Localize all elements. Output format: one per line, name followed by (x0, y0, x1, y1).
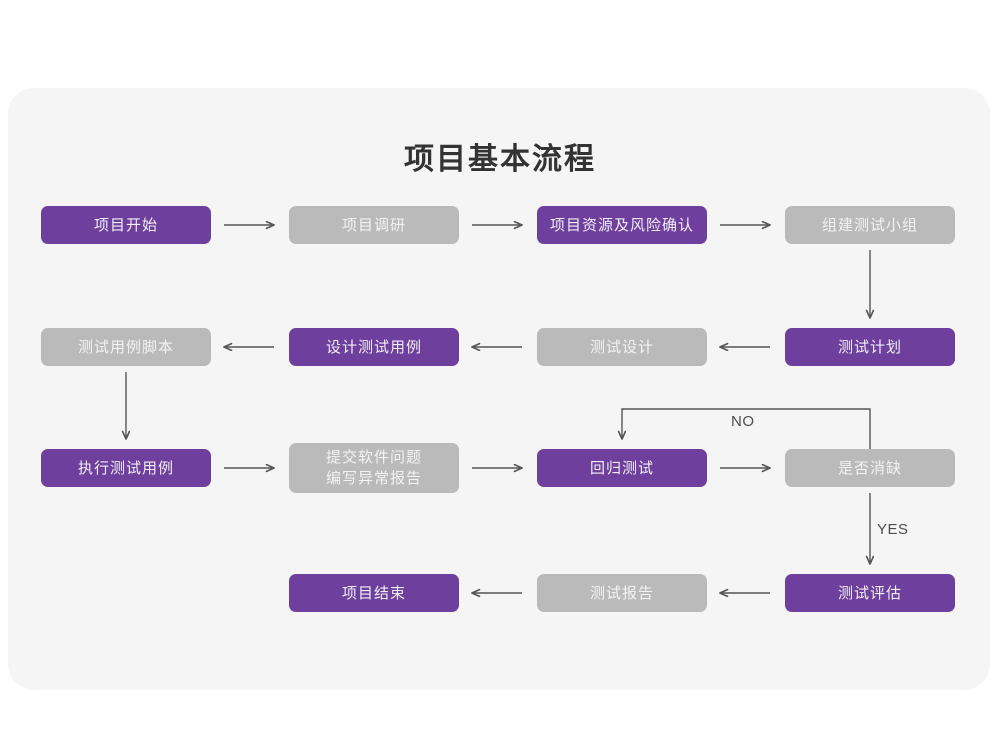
edge-label-yes: YES (877, 521, 909, 538)
node-test-design[interactable]: 测试设计 (537, 328, 707, 366)
node-test-evaluation[interactable]: 测试评估 (785, 574, 955, 612)
node-build-test-team[interactable]: 组建测试小组 (785, 206, 955, 244)
node-test-plan[interactable]: 测试计划 (785, 328, 955, 366)
node-defect-cleared[interactable]: 是否消缺 (785, 449, 955, 487)
page-title: 项目基本流程 (404, 143, 596, 176)
node-test-report[interactable]: 测试报告 (537, 574, 707, 612)
node-project-start[interactable]: 项目开始 (41, 206, 211, 244)
node-project-end[interactable]: 项目结束 (289, 574, 459, 612)
edge-label-no: NO (731, 413, 755, 430)
node-regression-test[interactable]: 回归测试 (537, 449, 707, 487)
node-project-research[interactable]: 项目调研 (289, 206, 459, 244)
node-execute-testcase[interactable]: 执行测试用例 (41, 449, 211, 487)
node-testcase-script[interactable]: 测试用例脚本 (41, 328, 211, 366)
node-submit-issue-report[interactable]: 提交软件问题 编写异常报告 (289, 443, 459, 493)
node-design-testcase[interactable]: 设计测试用例 (289, 328, 459, 366)
node-resource-risk-confirm[interactable]: 项目资源及风险确认 (537, 206, 707, 244)
